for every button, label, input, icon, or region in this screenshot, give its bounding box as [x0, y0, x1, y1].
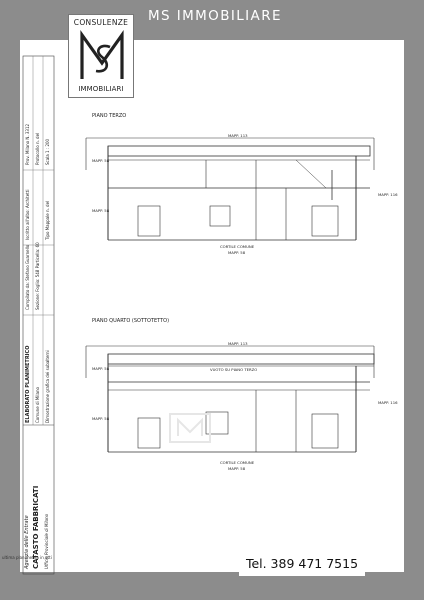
strip-row-compilato: Compilato da: Stefano Guarnello [25, 244, 30, 310]
label-cortile: CORTILE COMUNE [220, 244, 255, 249]
strip-row-tipo-mappale: Tipo Mappale n. del [45, 200, 50, 240]
strip-frame [22, 55, 55, 575]
strip-row-comune: Comune di Milano [35, 387, 40, 423]
floor-plan-fourth: MAPP. 113 MAPP. 58 MAPP. 58 MAPP. 116 VU… [85, 341, 398, 471]
strip-row-protocollo: Protocollo n. del [35, 132, 40, 165]
logo-top-text: CONSULENZE [73, 18, 129, 27]
label-mapp-left-2: MAPP. 58 [92, 416, 110, 421]
footnote: ultima planimetria in atti [2, 555, 52, 560]
strip-row-dimostrazione: Dimostrazione grafica dei subalterni [45, 350, 50, 423]
label-cortile: CORTILE COMUNE [220, 460, 255, 465]
ms-monogram-icon [80, 30, 124, 79]
label-mapp-right: MAPP. 116 [378, 400, 398, 405]
label-mapp-top: MAPP. 113 [228, 341, 248, 346]
strip-row-albo: Iscritto all'albo: Architetti [25, 189, 30, 240]
logo-bottom-text: IMMOBILIARI [78, 85, 124, 93]
label-vuoto: VUOTO SU PIANO TERZO [210, 367, 257, 372]
cadastral-title-strip: ELABORATO PLANIMETRICO Comune di Milano … [22, 55, 56, 575]
watermark-logo-icon [169, 413, 211, 443]
strip-row-scala: Scala 1 : 200 [45, 138, 50, 165]
company-logo: CONSULENZE IMMOBILIARI [68, 14, 134, 98]
label-mapp-bottom: MAPP. 58 [228, 466, 246, 471]
label-mapp-left-2: MAPP. 58 [92, 208, 110, 213]
strip-row-prov: Prov. Milano N. 3312 [25, 123, 30, 165]
strip-row-foglio: Sezione: Foglio: 548 Particella: 60 [35, 242, 40, 310]
phone-number[interactable]: Tel. 389 471 7515 [239, 552, 365, 576]
cadastral-sheet [20, 40, 404, 572]
plan-title-third-floor: PIANO TERZO [92, 113, 127, 119]
floor-plan-third: MAPP. 113 MAPP. 58 MAPP. 58 MAPP. 116 CO… [85, 133, 398, 255]
header-bar: MS IMMOBILIARE [0, 0, 424, 40]
strip-row-elaborato: ELABORATO PLANIMETRICO [25, 345, 31, 423]
label-mapp-bottom: MAPP. 58 [228, 250, 246, 255]
strip-title-agenzia: Agenzia delle Entrate [24, 515, 30, 569]
label-mapp-left-1: MAPP. 58 [92, 366, 110, 371]
strip-title-ufficio: Ufficio Provinciale di Milano [44, 513, 49, 569]
label-mapp-left-1: MAPP. 58 [92, 158, 110, 163]
label-mapp-top: MAPP. 113 [228, 133, 248, 138]
plan-title-fourth-floor: PIANO QUARTO (SOTTOTETTO) [92, 318, 170, 324]
label-mapp-right: MAPP. 116 [378, 192, 398, 197]
brand-name: MS IMMOBILIARE [148, 8, 282, 24]
